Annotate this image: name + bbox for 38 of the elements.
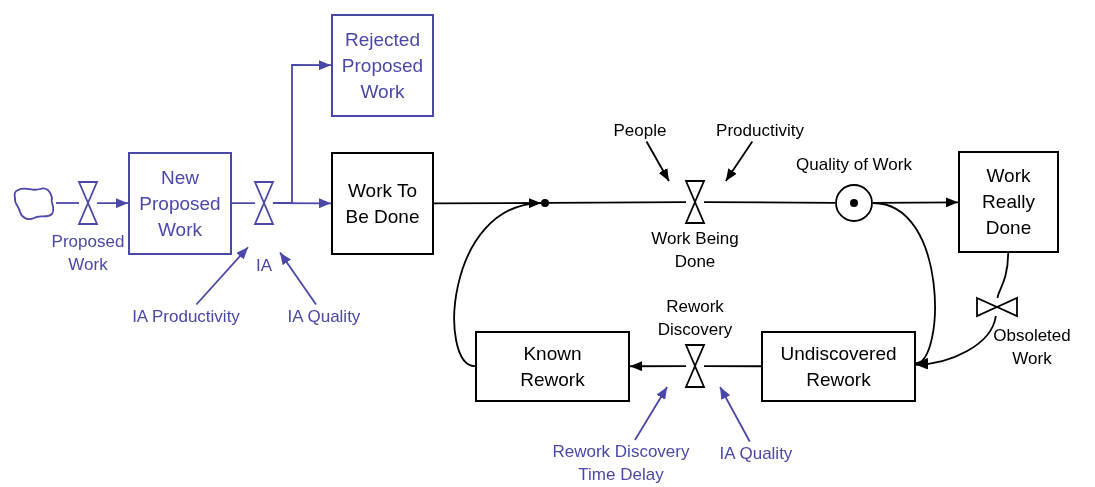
- stock-box: Rejected Proposed Work: [331, 14, 434, 117]
- flow-label: IA: [254, 255, 274, 277]
- arrow: [279, 251, 317, 306]
- stock-box: New Proposed Work: [128, 152, 232, 255]
- flow-line: [703, 201, 836, 204]
- variable-label: Rework Discovery Time Delay: [546, 440, 696, 486]
- arrow: [272, 198, 332, 209]
- arrow: [195, 246, 249, 306]
- stock-box: Undiscovered Rework: [761, 331, 916, 402]
- arrow: [634, 386, 668, 441]
- flow-label: Work Being Done: [650, 228, 740, 273]
- cloud-source: [12, 186, 56, 220]
- flow-line: [548, 201, 687, 204]
- flow-line: [55, 202, 80, 204]
- flow-label: Obsoleted Work: [992, 325, 1072, 370]
- variable-label: IA Productivity: [132, 304, 240, 328]
- flow-label: Quality of Work: [795, 154, 913, 176]
- stock-box: Known Rework: [475, 331, 630, 402]
- flow-line: [703, 365, 762, 368]
- variable-label: Productivity: [716, 118, 804, 142]
- flow-label: Proposed Work: [50, 231, 126, 276]
- flow-line: [231, 202, 256, 205]
- stock-box: Work To Be Done: [331, 152, 434, 255]
- flow-line: [996, 252, 1010, 299]
- arrow: [645, 140, 670, 182]
- flow-label: Rework Discovery: [656, 296, 734, 341]
- variable-label: IA Quality: [287, 304, 361, 328]
- variable-label: People: [613, 118, 667, 142]
- arrow: [453, 199, 542, 368]
- arrow: [719, 386, 751, 443]
- arrow: [724, 140, 754, 182]
- arrow: [629, 361, 687, 372]
- variable-label: IA Quality: [719, 441, 793, 465]
- arrow: [872, 202, 936, 365]
- arrow: [96, 198, 129, 209]
- stock-box: Work Really Done: [958, 151, 1059, 253]
- arrow: [915, 315, 997, 369]
- junction-dot: [541, 199, 549, 207]
